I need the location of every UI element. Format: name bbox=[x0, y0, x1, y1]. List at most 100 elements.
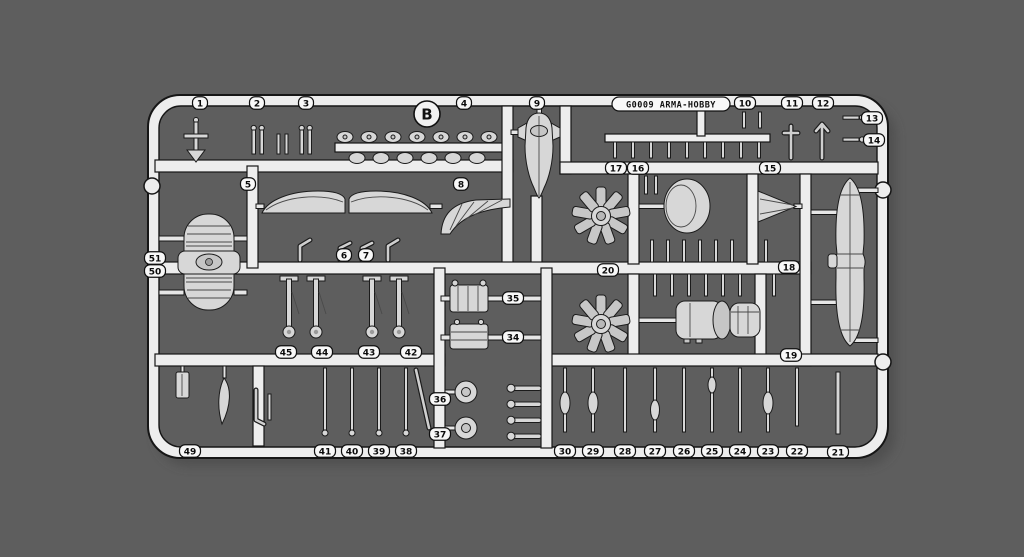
part-tag-49: 49 bbox=[178, 444, 202, 458]
part-tag-26: 26 bbox=[672, 444, 696, 458]
cowling-ring-part bbox=[638, 300, 732, 344]
svg-text:19: 19 bbox=[785, 351, 798, 361]
part-tag-9: 9 bbox=[528, 96, 546, 110]
part-tag-6: 6 bbox=[335, 248, 353, 262]
part-tag-21: 21 bbox=[826, 445, 850, 459]
spinner-cone-part bbox=[757, 190, 803, 223]
frame-nodes bbox=[143, 177, 892, 371]
svg-text:27: 27 bbox=[649, 447, 662, 457]
part-tag-16: 16 bbox=[626, 161, 650, 175]
svg-text:41: 41 bbox=[319, 447, 332, 457]
svg-text:8: 8 bbox=[458, 180, 464, 190]
svg-text:39: 39 bbox=[373, 447, 386, 457]
svg-text:9: 9 bbox=[534, 99, 540, 109]
svg-text:26: 26 bbox=[678, 447, 691, 457]
svg-text:12: 12 bbox=[817, 99, 830, 109]
part-tag-38: 38 bbox=[394, 444, 418, 458]
part-tag-44: 44 bbox=[310, 345, 334, 359]
svg-text:15: 15 bbox=[764, 164, 777, 174]
part-tag-10: 10 bbox=[733, 96, 757, 110]
svg-text:35: 35 bbox=[507, 294, 520, 304]
radial-engine-bottom bbox=[571, 294, 631, 353]
landing-gear-strut bbox=[306, 275, 327, 339]
part-tag-51: 51 bbox=[143, 251, 167, 265]
svg-text:7: 7 bbox=[363, 251, 369, 261]
landing-gear-strut bbox=[389, 275, 410, 339]
canopy-part bbox=[729, 302, 761, 338]
bottom-right-parts bbox=[559, 367, 841, 435]
part-tag-12: 12 bbox=[811, 96, 835, 110]
svg-text:4: 4 bbox=[461, 99, 467, 109]
sprue-letter-text: B bbox=[421, 106, 432, 124]
svg-text:28: 28 bbox=[619, 447, 632, 457]
landing-gear-struts bbox=[279, 275, 410, 339]
main-wheel-tire bbox=[158, 213, 248, 311]
svg-text:21: 21 bbox=[832, 448, 845, 458]
lower-wing-part bbox=[810, 177, 879, 347]
part-tag-22: 22 bbox=[785, 444, 809, 458]
part-tag-8: 8 bbox=[452, 177, 470, 191]
radial-engine-top bbox=[571, 186, 631, 245]
svg-text:50: 50 bbox=[149, 267, 162, 277]
svg-text:16: 16 bbox=[632, 164, 645, 174]
svg-text:2: 2 bbox=[254, 99, 260, 109]
part-tag-50: 50 bbox=[143, 264, 167, 278]
svg-text:51: 51 bbox=[149, 254, 162, 264]
part-tag-40: 40 bbox=[340, 444, 364, 458]
part-tag-17: 17 bbox=[604, 161, 628, 175]
disc-parts bbox=[336, 131, 498, 164]
svg-text:42: 42 bbox=[405, 348, 418, 358]
svg-text:49: 49 bbox=[184, 447, 197, 457]
svg-text:1: 1 bbox=[197, 99, 203, 109]
part-tag-20: 20 bbox=[596, 263, 620, 277]
svg-text:34: 34 bbox=[507, 333, 520, 343]
upper-wing-parts bbox=[255, 190, 443, 214]
part-tag-43: 43 bbox=[357, 345, 381, 359]
svg-text:24: 24 bbox=[734, 447, 747, 457]
cowling-front-part bbox=[638, 178, 711, 234]
svg-text:17: 17 bbox=[610, 164, 623, 174]
part-tag-18: 18 bbox=[777, 260, 801, 274]
part-tag-14: 14 bbox=[862, 133, 886, 147]
part-tag-4: 4 bbox=[455, 96, 473, 110]
part-tag-5: 5 bbox=[239, 177, 257, 191]
part-tag-45: 45 bbox=[274, 345, 298, 359]
part-tag-1: 1 bbox=[191, 96, 209, 110]
svg-text:14: 14 bbox=[868, 136, 881, 146]
antenna-part bbox=[183, 117, 209, 163]
svg-text:10: 10 bbox=[739, 99, 752, 109]
sprue-letter-badge: B bbox=[413, 100, 441, 128]
part-tag-37: 37 bbox=[428, 427, 452, 441]
svg-text:3: 3 bbox=[303, 99, 309, 109]
part-tag-13: 13 bbox=[860, 111, 884, 125]
svg-text:18: 18 bbox=[783, 263, 796, 273]
svg-text:43: 43 bbox=[363, 348, 376, 358]
right-top-parts bbox=[613, 111, 866, 161]
svg-text:5: 5 bbox=[245, 180, 251, 190]
landing-gear-strut bbox=[362, 275, 383, 339]
part-tag-2: 2 bbox=[248, 96, 266, 110]
part-tag-35: 35 bbox=[501, 291, 525, 305]
brand-label: G0009 ARMA-HOBBY bbox=[626, 101, 716, 111]
sprue-runners bbox=[154, 105, 879, 449]
part-tag-19: 19 bbox=[779, 348, 803, 362]
svg-text:40: 40 bbox=[346, 447, 359, 457]
svg-text:44: 44 bbox=[316, 348, 329, 358]
thin-strut-parts bbox=[321, 367, 432, 437]
small-rod-parts bbox=[250, 124, 313, 155]
svg-text:29: 29 bbox=[587, 447, 600, 457]
fuselage-part bbox=[510, 107, 561, 199]
part-tag-15: 15 bbox=[758, 161, 782, 175]
part-tag-25: 25 bbox=[700, 444, 724, 458]
svg-text:23: 23 bbox=[762, 447, 775, 457]
part-tag-41: 41 bbox=[313, 444, 337, 458]
small-wing-part bbox=[440, 198, 511, 235]
part-tag-3: 3 bbox=[297, 96, 315, 110]
svg-text:22: 22 bbox=[791, 447, 804, 457]
part-tag-28: 28 bbox=[613, 444, 637, 458]
part-tag-36: 36 bbox=[428, 392, 452, 406]
svg-text:25: 25 bbox=[706, 447, 719, 457]
brand-plate: G0009 ARMA-HOBBY bbox=[611, 96, 731, 112]
